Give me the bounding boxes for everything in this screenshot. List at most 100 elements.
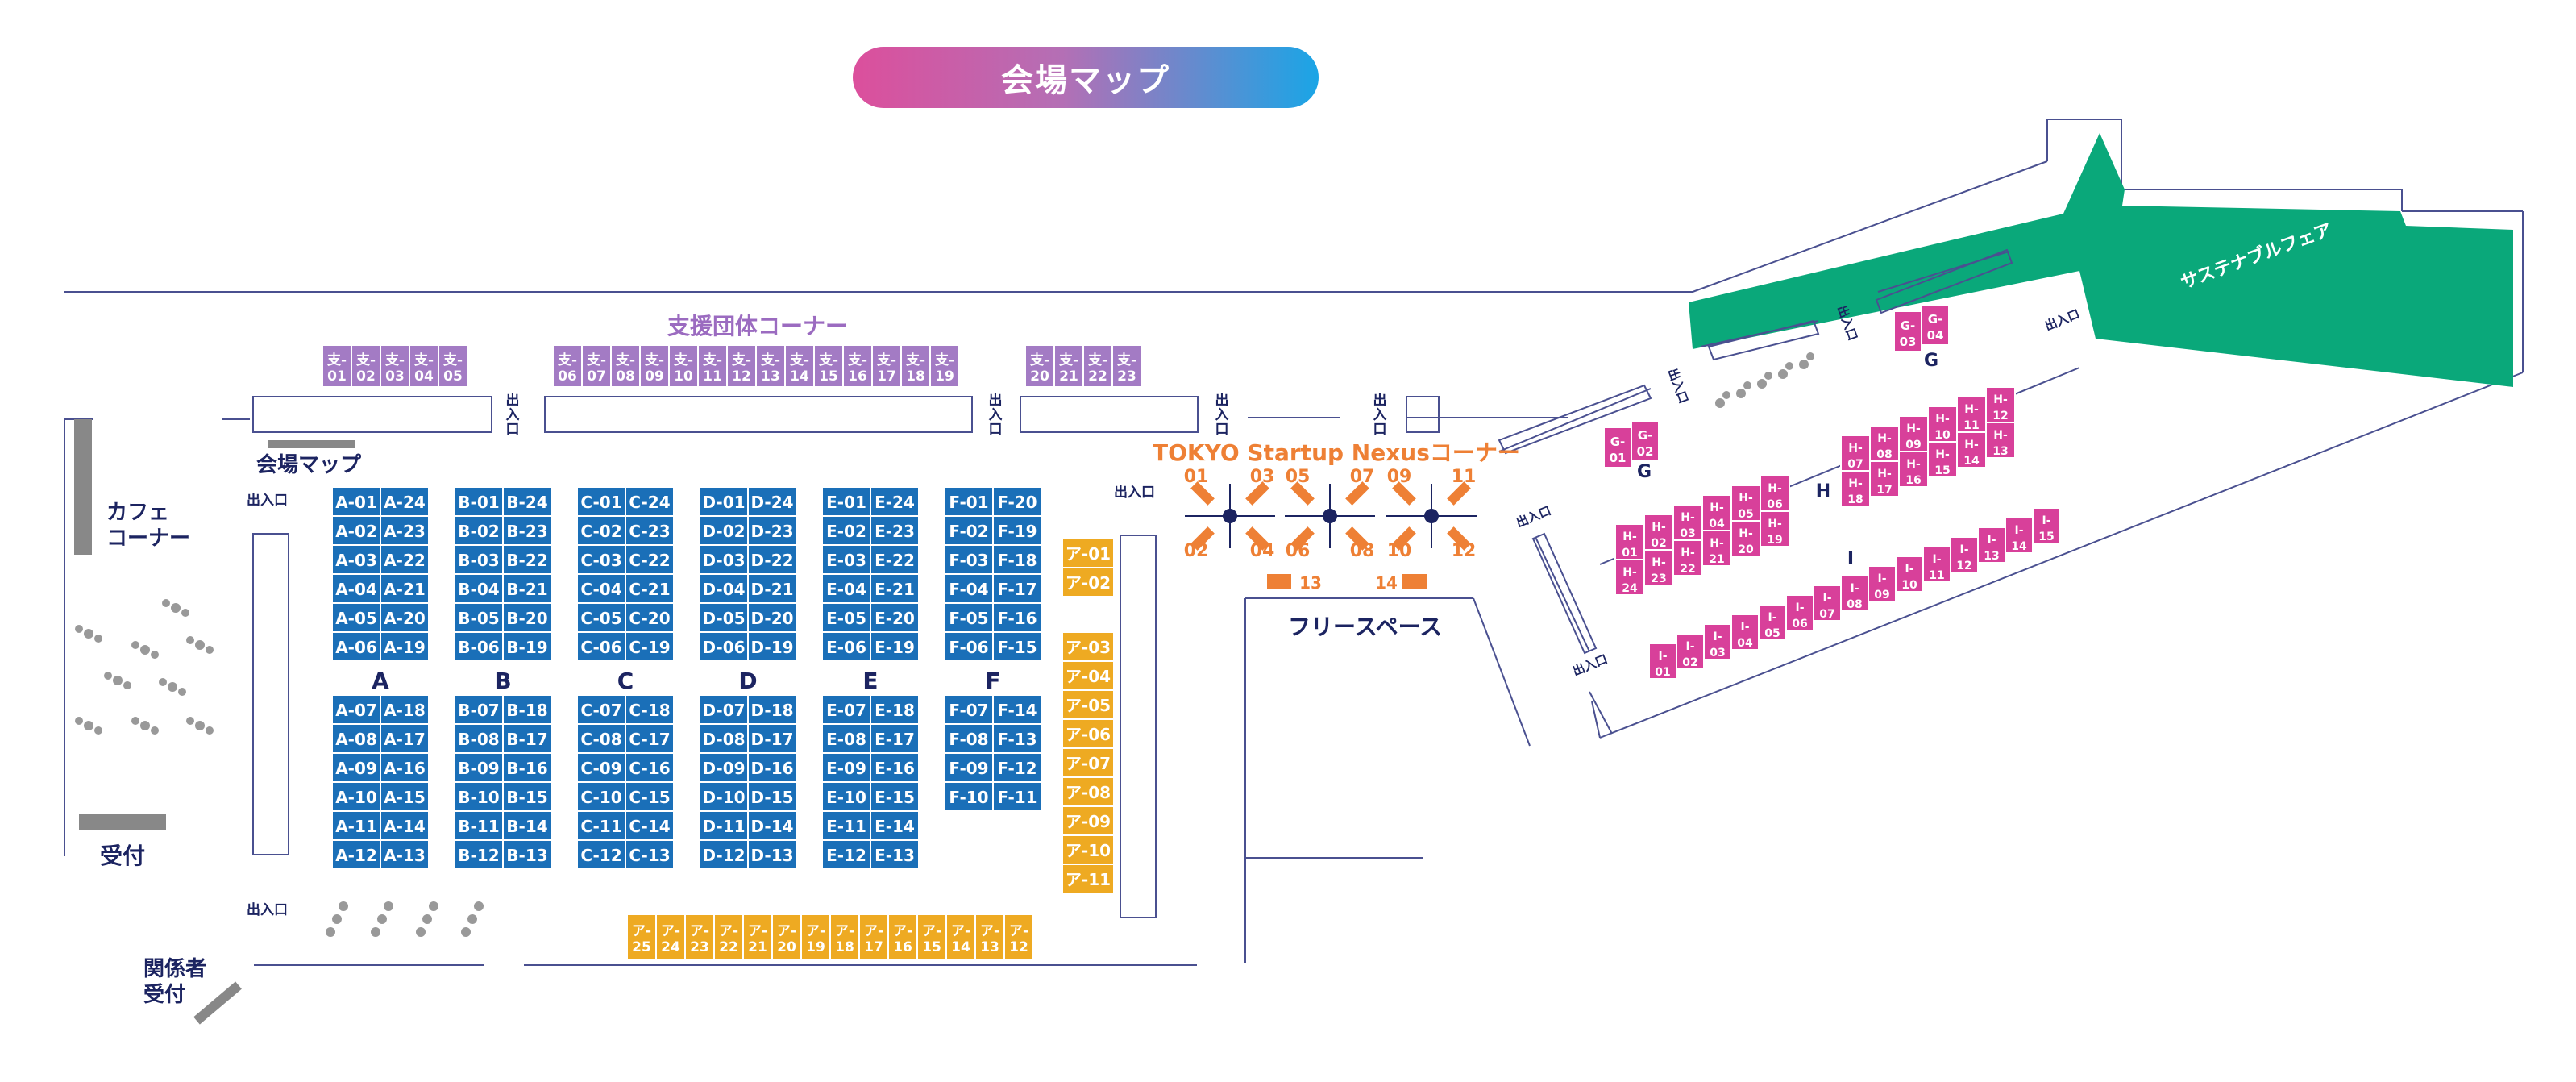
booth-E-10[interactable] — [821, 781, 871, 812]
booth-a-15[interactable] — [916, 913, 947, 960]
booth-D-23[interactable] — [747, 515, 797, 546]
booth-B-01[interactable] — [454, 486, 504, 517]
booth-D-16[interactable] — [747, 752, 797, 783]
support-booth-15[interactable] — [813, 344, 844, 388]
booth-B-14[interactable] — [502, 810, 552, 841]
nexus-table-13[interactable] — [1267, 574, 1291, 589]
support-booth-21[interactable] — [1053, 344, 1084, 388]
booth-A-22[interactable] — [380, 544, 430, 575]
booth-E-16[interactable] — [870, 752, 920, 783]
booth-D-05[interactable] — [699, 602, 749, 633]
nexus-desk[interactable] — [1190, 526, 1215, 551]
nexus-desk[interactable] — [1392, 526, 1416, 551]
support-booth-18[interactable] — [900, 344, 931, 388]
booth-D-20[interactable] — [747, 602, 797, 633]
booth-C-06[interactable] — [576, 631, 626, 662]
nexus-desk[interactable] — [1392, 481, 1416, 506]
booth-F-12[interactable] — [992, 752, 1042, 783]
booth-h-19[interactable] — [1760, 510, 1790, 547]
support-booth-13[interactable] — [755, 344, 786, 388]
booth-E-08[interactable] — [821, 723, 871, 754]
booth-E-18[interactable] — [870, 694, 920, 725]
booth-D-17[interactable] — [747, 723, 797, 754]
booth-A-04[interactable] — [331, 573, 381, 604]
nexus-desk[interactable] — [1245, 526, 1269, 551]
nexus-desk[interactable] — [1345, 526, 1369, 551]
support-booth-05[interactable] — [438, 344, 468, 388]
booth-C-22[interactable] — [625, 544, 675, 575]
booth-A-24[interactable] — [380, 486, 430, 517]
nexus-desk[interactable] — [1190, 481, 1215, 506]
booth-i-01[interactable] — [1648, 643, 1677, 680]
booth-A-19[interactable] — [380, 631, 430, 662]
booth-C-13[interactable] — [625, 839, 675, 870]
nexus-desk[interactable] — [1245, 481, 1269, 506]
booth-B-08[interactable] — [454, 723, 504, 754]
booth-h-12[interactable] — [1985, 386, 2016, 423]
booth-a-19[interactable] — [800, 913, 831, 960]
booth-A-13[interactable] — [380, 839, 430, 870]
booth-B-19[interactable] — [502, 631, 552, 662]
booth-h-07[interactable] — [1840, 435, 1871, 472]
booth-a-12[interactable] — [1003, 913, 1034, 960]
booth-D-13[interactable] — [747, 839, 797, 870]
booth-A-23[interactable] — [380, 515, 430, 546]
nexus-desk[interactable] — [1290, 481, 1315, 506]
booth-B-10[interactable] — [454, 781, 504, 812]
booth-B-24[interactable] — [502, 486, 552, 517]
booth-a-24[interactable] — [655, 913, 686, 960]
booth-F-06[interactable] — [944, 631, 994, 662]
booth-i-13[interactable] — [1977, 526, 2006, 564]
booth-C-16[interactable] — [625, 752, 675, 783]
booth-E-13[interactable] — [870, 839, 920, 870]
booth-i-02[interactable] — [1676, 633, 1705, 670]
booth-a-17[interactable] — [858, 913, 889, 960]
booth-h-21[interactable] — [1701, 530, 1732, 567]
support-booth-23[interactable] — [1111, 344, 1142, 388]
booth-i-15[interactable] — [2032, 507, 2061, 544]
booth-E-04[interactable] — [821, 573, 871, 604]
booth-a-13[interactable] — [974, 913, 1005, 960]
nexus-desk[interactable] — [1447, 526, 1471, 551]
booth-D-07[interactable] — [699, 694, 749, 725]
booth-F-15[interactable] — [992, 631, 1042, 662]
booth-i-11[interactable] — [1922, 546, 1951, 583]
booth-C-17[interactable] — [625, 723, 675, 754]
support-booth-11[interactable] — [697, 344, 728, 388]
booth-C-02[interactable] — [576, 515, 626, 546]
booth-i-04[interactable] — [1730, 614, 1760, 651]
booth-A-02[interactable] — [331, 515, 381, 546]
nexus-table-14[interactable] — [1402, 574, 1427, 589]
booth-E-19[interactable] — [870, 631, 920, 662]
booth-C-24[interactable] — [625, 486, 675, 517]
booth-h-20[interactable] — [1730, 520, 1761, 557]
booth-a-22[interactable] — [713, 913, 744, 960]
booth-C-20[interactable] — [625, 602, 675, 633]
booth-D-14[interactable] — [747, 810, 797, 841]
booth-C-08[interactable] — [576, 723, 626, 754]
support-booth-06[interactable] — [552, 344, 583, 388]
booth-C-07[interactable] — [576, 694, 626, 725]
booth-a-11[interactable] — [1062, 864, 1115, 894]
booth-A-11[interactable] — [331, 810, 381, 841]
nexus-desk[interactable] — [1345, 481, 1369, 506]
support-booth-20[interactable] — [1024, 344, 1055, 388]
booth-h-18[interactable] — [1840, 470, 1871, 507]
booth-E-22[interactable] — [870, 544, 920, 575]
booth-D-03[interactable] — [699, 544, 749, 575]
booth-B-09[interactable] — [454, 752, 504, 783]
booth-i-05[interactable] — [1758, 604, 1787, 641]
booth-A-01[interactable] — [331, 486, 381, 517]
booth-E-09[interactable] — [821, 752, 871, 783]
booth-E-17[interactable] — [870, 723, 920, 754]
booth-a-02[interactable] — [1062, 567, 1115, 597]
booth-h-13[interactable] — [1985, 422, 2016, 459]
booth-h-17[interactable] — [1869, 460, 1900, 497]
booth-B-13[interactable] — [502, 839, 552, 870]
booth-h-14[interactable] — [1956, 431, 1987, 468]
booth-C-01[interactable] — [576, 486, 626, 517]
booth-D-19[interactable] — [747, 631, 797, 662]
booth-D-12[interactable] — [699, 839, 749, 870]
booth-C-12[interactable] — [576, 839, 626, 870]
booth-C-14[interactable] — [625, 810, 675, 841]
